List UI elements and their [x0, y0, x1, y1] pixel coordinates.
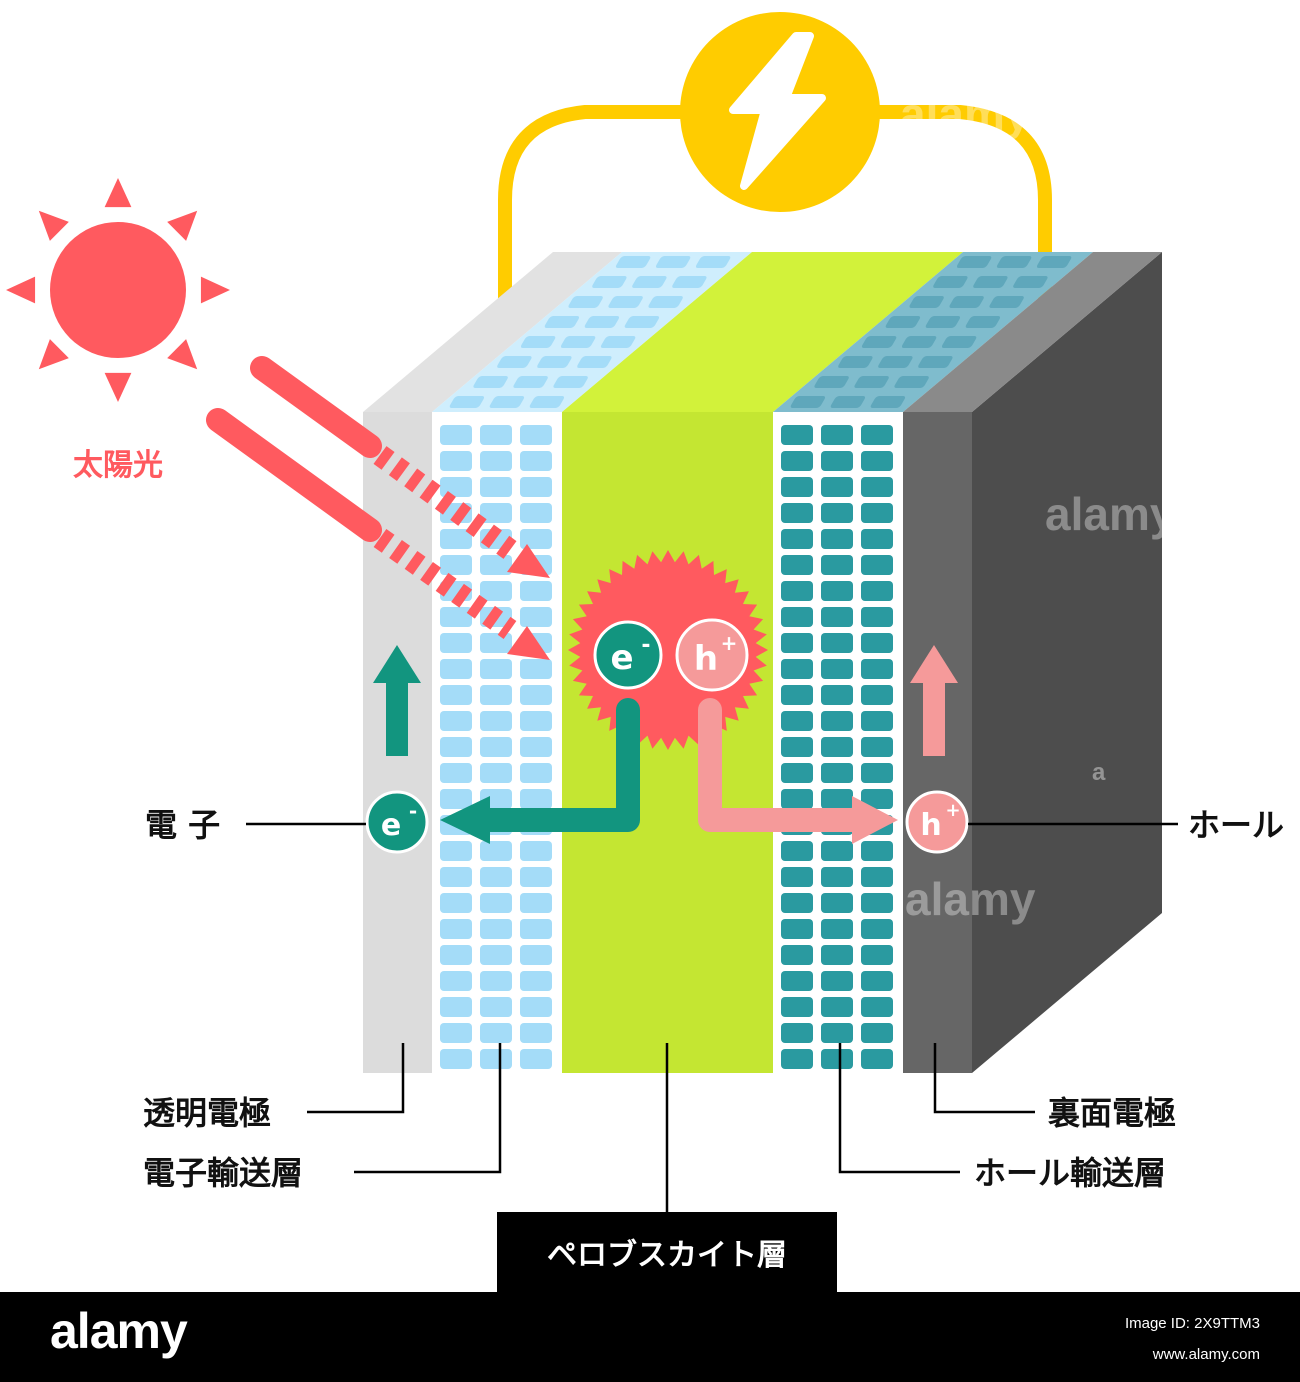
perovskite-top [562, 252, 963, 412]
perovskite-layer-label: ペロブスカイト層 [547, 1238, 787, 1273]
svg-text:+: + [945, 800, 960, 821]
sun-icon [6, 178, 230, 402]
footer-site: www.alamy.com [1152, 1346, 1260, 1363]
svg-text:h: h [920, 808, 941, 843]
hole-particle-electrode: h + [905, 790, 969, 854]
hole-transport-layer-label: ホール輸送層 [974, 1154, 1166, 1192]
svg-text:a: a [1092, 759, 1106, 786]
back-electrode-side [972, 252, 1162, 1073]
back-electrode-top [903, 252, 1162, 412]
svg-text:-: - [409, 799, 417, 823]
hole-up-arrow [910, 645, 958, 756]
hole-transport-top [773, 252, 1093, 412]
electron-particle-center: e - [593, 620, 663, 690]
watermarks: alamy alamy alamy alamy a [900, 88, 1296, 925]
external-circuit [498, 12, 1052, 337]
hole-label: ホール [1188, 806, 1284, 844]
electron-transport-layer-label: 電子輸送層 [143, 1154, 303, 1192]
lightning-icon [729, 32, 826, 190]
transparent-electrode-top [363, 252, 622, 412]
back-electrode-label: 裏面電極 [1048, 1094, 1176, 1132]
svg-text:e: e [381, 808, 401, 843]
footer-bar: alamy Image ID: 2X9TTM3 www.alamy.com [0, 1292, 1300, 1382]
sunlight-label: 太陽光 [73, 448, 163, 483]
svg-text:alamy: alamy [900, 88, 1031, 140]
electron-up-arrow [373, 645, 421, 756]
perovskite-layer-label-box: ペロブスカイト層 [497, 1212, 837, 1292]
hole-particle-center: h + [675, 618, 749, 692]
electron-particle-electrode: e - [365, 790, 429, 854]
exciton-burst [568, 550, 768, 750]
svg-text:e: e [610, 638, 633, 678]
svg-text:alamy: alamy [1165, 108, 1296, 160]
svg-text:-: - [641, 633, 650, 658]
svg-text:h: h [694, 639, 718, 679]
callout-lines [246, 822, 1178, 1212]
footer-meta: Image ID: 2X9TTM3 www.alamy.com [1125, 1308, 1260, 1370]
svg-text:+: + [721, 631, 738, 655]
footer-image-id: Image ID: 2X9TTM3 [1124, 1315, 1260, 1332]
transparent-electrode-label: 透明電極 [143, 1094, 271, 1132]
top-tile-pattern [449, 256, 1072, 408]
svg-text:alamy: alamy [905, 873, 1036, 925]
electron-label: 電 子 [145, 806, 220, 844]
electron-path-arrow [440, 698, 640, 844]
hole-path-arrow [698, 698, 898, 844]
footer-brand-logo: alamy [50, 1303, 188, 1359]
electron-transport-top [432, 252, 752, 412]
sunlight-rays [206, 356, 550, 660]
svg-text:alamy: alamy [1045, 488, 1176, 540]
